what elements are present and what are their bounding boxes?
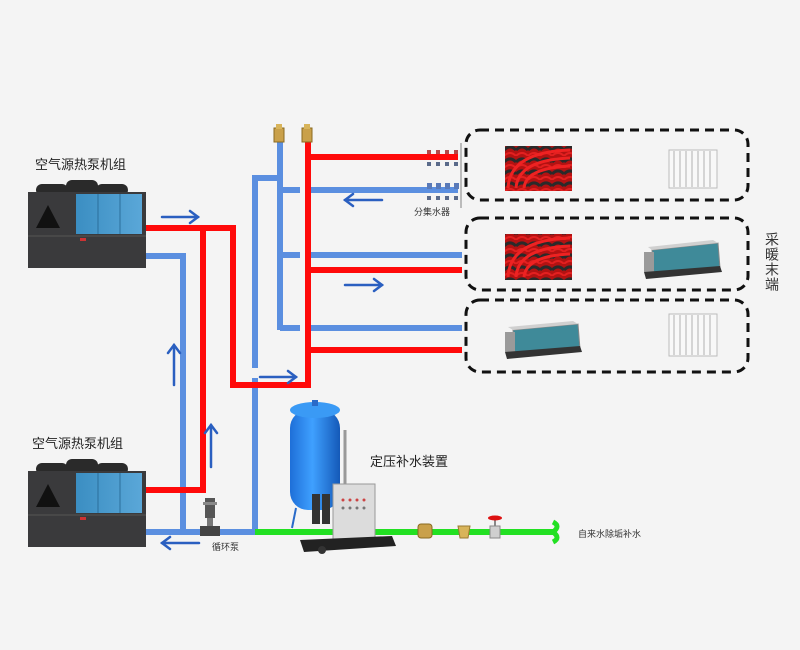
arrow-left-icon [159,535,201,551]
fan-coil-unit-icon [644,240,722,279]
strainer-icon [457,525,471,539]
arrow-right-icon [258,369,299,385]
supply-main-top [143,140,311,388]
check-valve-icon [417,523,433,539]
floor-heating-coil-icon [505,146,572,191]
terminal-boxes [464,128,750,374]
arrow-left-icon [342,192,384,208]
circulation-pump-label: 循环泵 [212,543,240,553]
terminals-label: 采暖末端 [763,232,779,292]
pressurization-device-label: 定压补水装置 [370,455,449,470]
circulation-pump-icon [200,498,220,536]
fan-coil-unit-icon [505,321,582,359]
heat-pump-unit-bottom-label: 空气源热泵机组 [32,437,124,452]
arrow-up-icon [203,422,219,469]
heat-pump-unit-bottom [28,459,146,547]
return-pipe-top-unit [143,253,186,535]
terminal-box-2 [464,216,750,292]
return-pipes [143,130,462,535]
heat-pump-unit-top [28,180,146,268]
manifold-icon [427,143,462,208]
radiator-icon [668,313,718,357]
terminal-box-3 [464,298,750,374]
air-vent-icon [301,124,313,143]
supply-from-bottom-unit [143,228,206,493]
pressurization-device-icon [290,400,396,554]
return-riser-upper [252,175,280,368]
arrow-right-icon [343,277,385,293]
makeup-water-label: 自来水除垢补水 [578,530,642,540]
makeup-pipe [255,519,560,545]
heat-pump-unit-top-label: 空气源热泵机组 [35,158,127,173]
supply-pipes [143,140,462,493]
manifold-label: 分集水器 [414,208,451,218]
floor-heating-coil-icon [505,234,572,280]
flow-arrows [159,192,385,551]
air-vent-icon [273,124,285,143]
arrow-up-icon [166,342,182,387]
gate-valve-icon [488,515,502,539]
terminal-box-1 [464,128,750,202]
radiator-icon [668,149,718,189]
arrow-right-icon [160,209,201,225]
